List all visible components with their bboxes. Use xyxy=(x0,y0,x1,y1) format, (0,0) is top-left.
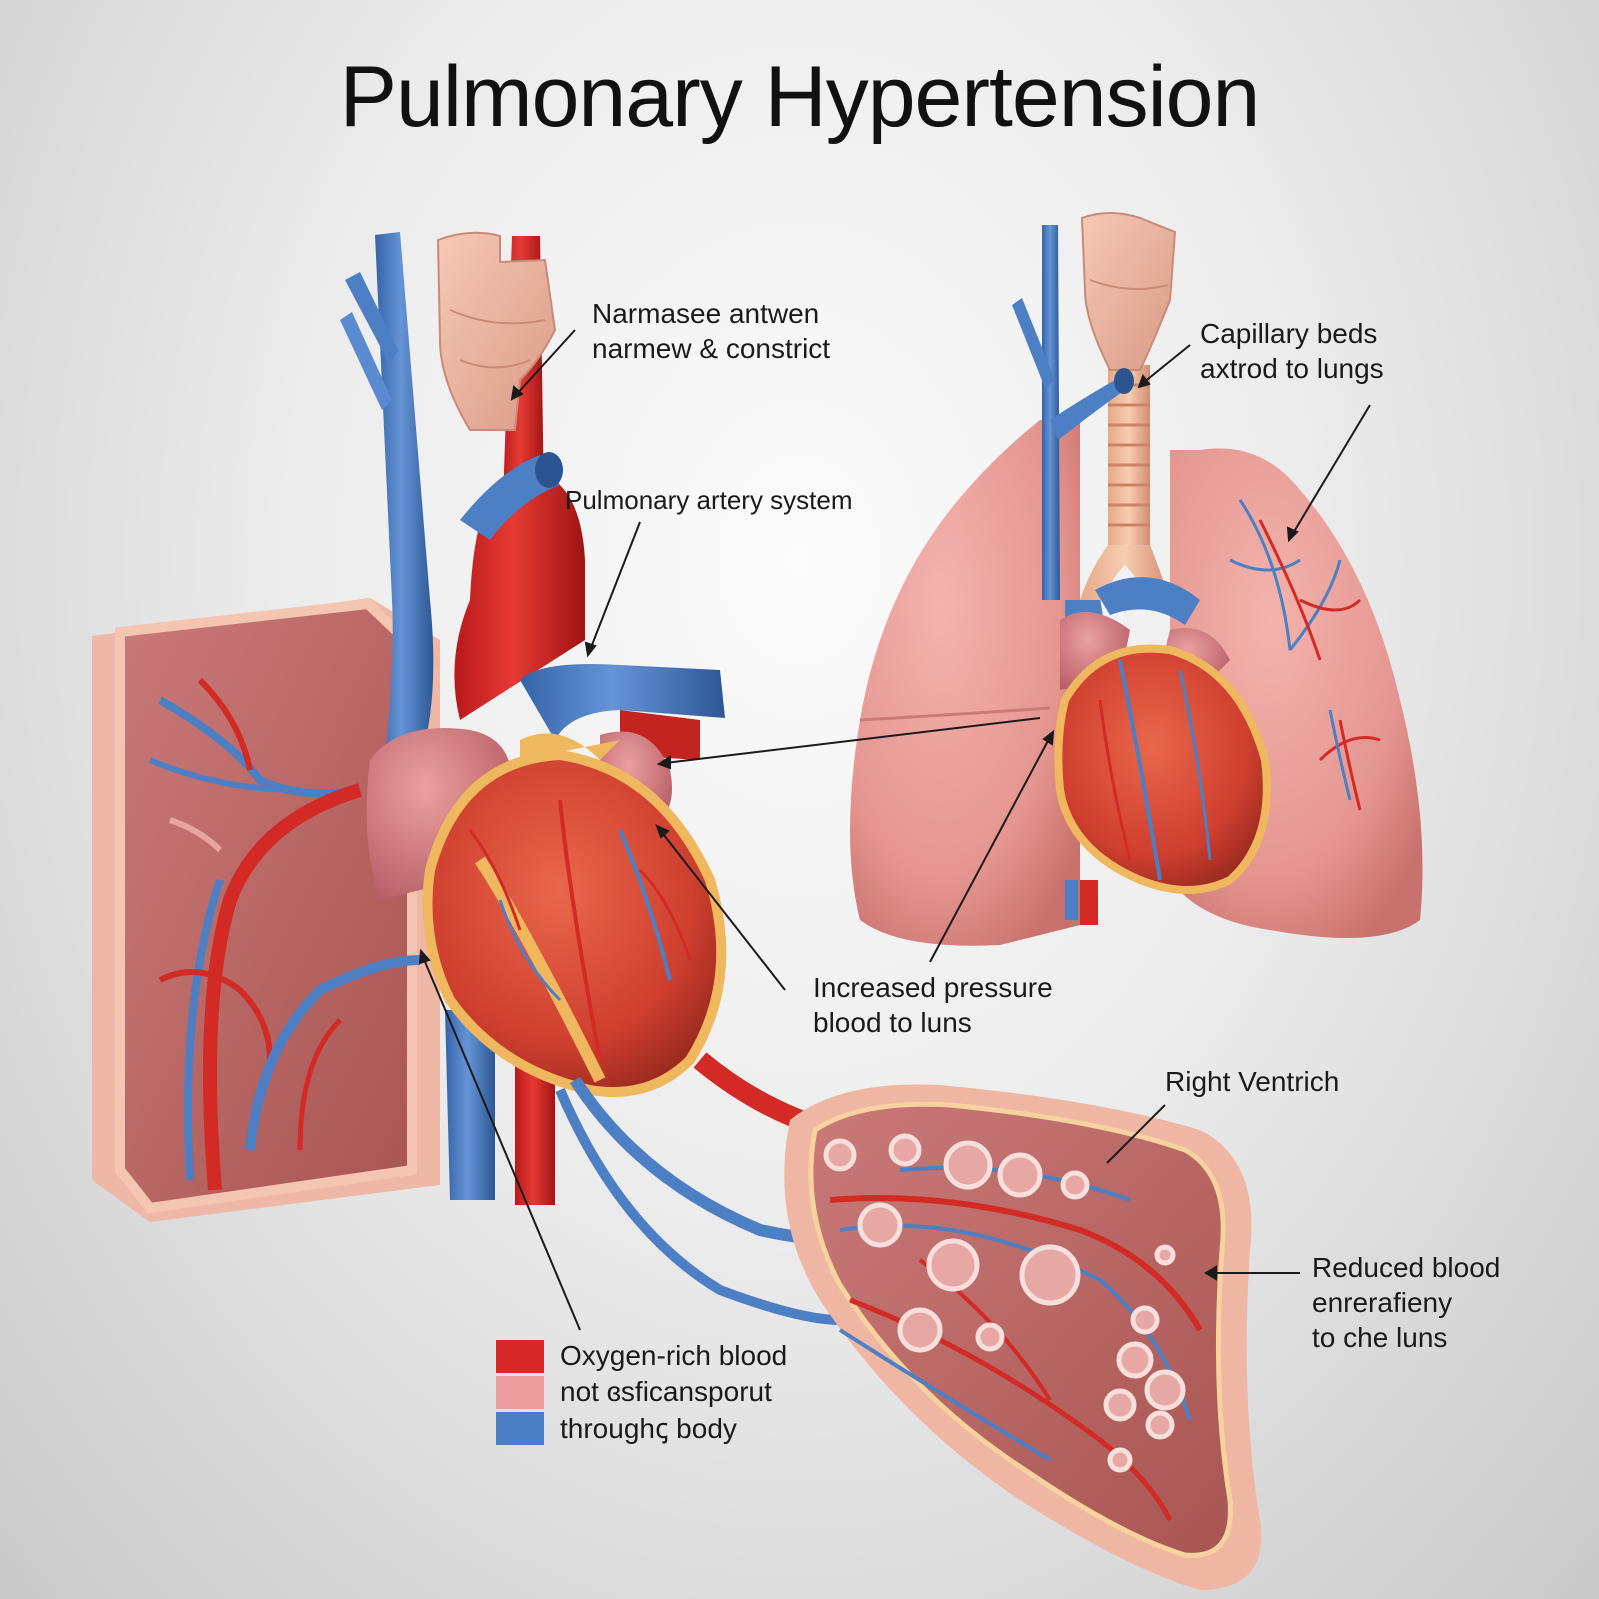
label-line: Reduced blood xyxy=(1312,1252,1501,1283)
legend-swatch-pink xyxy=(496,1375,544,1409)
page-title: Pulmonary Hypertension xyxy=(339,49,1261,145)
heart-left xyxy=(366,728,727,1097)
legend-item: throughꞔ body xyxy=(496,1410,787,1446)
larynx-left xyxy=(436,231,557,431)
legend: Oxygen-rich blood not ɞsficansporut thro… xyxy=(496,1338,787,1446)
label-line: to che luns xyxy=(1312,1322,1448,1353)
label-right-ventricle: Right Ventrich xyxy=(1165,1064,1339,1099)
label-increased-pressure: Increased pressure blood to luns xyxy=(813,970,1053,1040)
alveoli-cluster xyxy=(823,1133,1186,1473)
label-line: enrerafieny xyxy=(1312,1287,1453,1318)
label-pulmonary-artery-system: Pulmonary artery system xyxy=(565,483,853,518)
legend-swatch-oxygen-rich xyxy=(496,1339,544,1373)
legend-item: Oxygen-rich blood xyxy=(496,1338,787,1374)
legend-label: throughꞔ body xyxy=(560,1413,737,1444)
lung-tissue-block xyxy=(92,598,440,1222)
label-line: Narmasee antwen xyxy=(592,298,820,329)
legend-label: not ɞsficansporut xyxy=(560,1376,772,1407)
right-lungs xyxy=(850,212,1423,946)
label-line: blood to luns xyxy=(813,1007,972,1038)
legend-label: Oxygen-rich blood xyxy=(560,1340,788,1371)
leader-lines xyxy=(418,329,1371,1331)
label-reduced-blood: Reduced blood enrerafieny to che luns xyxy=(1312,1250,1500,1355)
label-line: Increased pressure xyxy=(813,972,1053,1003)
label-line: axtrod to lungs xyxy=(1200,353,1384,384)
label-line: Pulmonary artery system xyxy=(565,485,853,515)
label-capillary-beds: Capillary beds axtrod to lungs xyxy=(1200,316,1384,386)
label-line: Capillary beds xyxy=(1200,318,1378,349)
label-narrow-constrict: Narmasee antwen narmew & constrict xyxy=(592,296,830,366)
label-line: Right Ventrich xyxy=(1165,1066,1340,1097)
lung-tissue-slab xyxy=(784,1084,1262,1590)
label-line: narmew & constrict xyxy=(592,333,831,364)
legend-item: not ɞsficansporut xyxy=(496,1374,787,1410)
legend-swatch-blue xyxy=(496,1411,544,1445)
